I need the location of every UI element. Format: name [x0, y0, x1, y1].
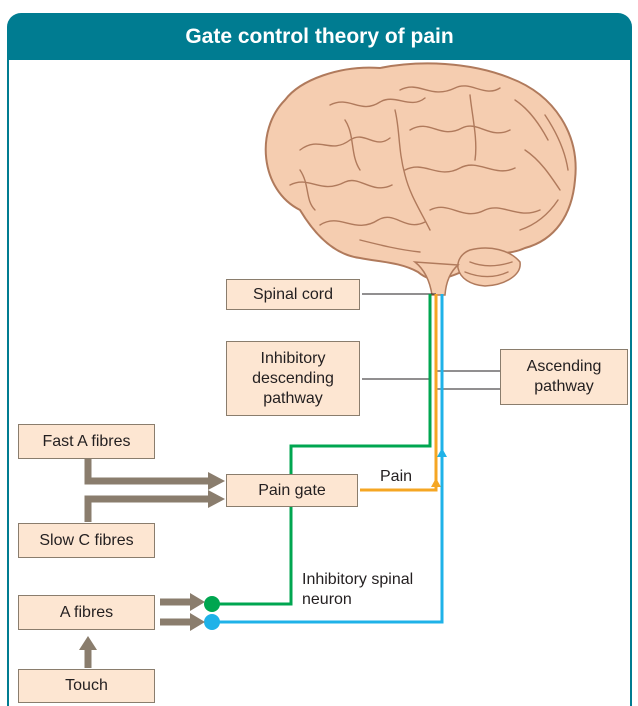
brain-cerebellum [458, 248, 520, 286]
fibre-arrows [88, 458, 210, 668]
a-fibre-arrowhead-2 [190, 613, 205, 631]
spinal-cord-box: Spinal cord [226, 279, 360, 310]
slow-c-arrow [88, 499, 210, 522]
brain-cerebrum [266, 63, 576, 279]
inhibitory-descending-box: Inhibitory descending pathway [226, 341, 360, 416]
touch-arrowhead [79, 636, 97, 650]
fast-a-fibres-box: Fast A fibres [18, 424, 155, 459]
brain-stem [415, 262, 458, 295]
slow-c-fibres-box: Slow C fibres [18, 523, 155, 558]
blue-synapse-dot [204, 614, 220, 630]
a-fibres-box: A fibres [18, 595, 155, 630]
fast-a-arrow [88, 458, 210, 481]
inhibitory-neuron-line [212, 506, 291, 604]
pain-gate-box: Pain gate [226, 474, 358, 507]
pain-arrowhead [431, 478, 441, 487]
touch-box: Touch [18, 669, 155, 703]
ascending-pathway-box: Ascending pathway [500, 349, 628, 405]
fast-a-arrowhead [208, 472, 225, 490]
ascending-arrowhead [437, 448, 447, 457]
slow-c-arrowhead [208, 490, 225, 508]
brain-illustration [266, 63, 576, 295]
pain-label: Pain [380, 467, 412, 487]
green-synapse-dot [204, 596, 220, 612]
inhibitory-spinal-neuron-label: Inhibitory spinal neuron [302, 570, 422, 610]
a-fibre-arrowhead-1 [190, 593, 205, 611]
pain-signal-line [360, 294, 436, 490]
